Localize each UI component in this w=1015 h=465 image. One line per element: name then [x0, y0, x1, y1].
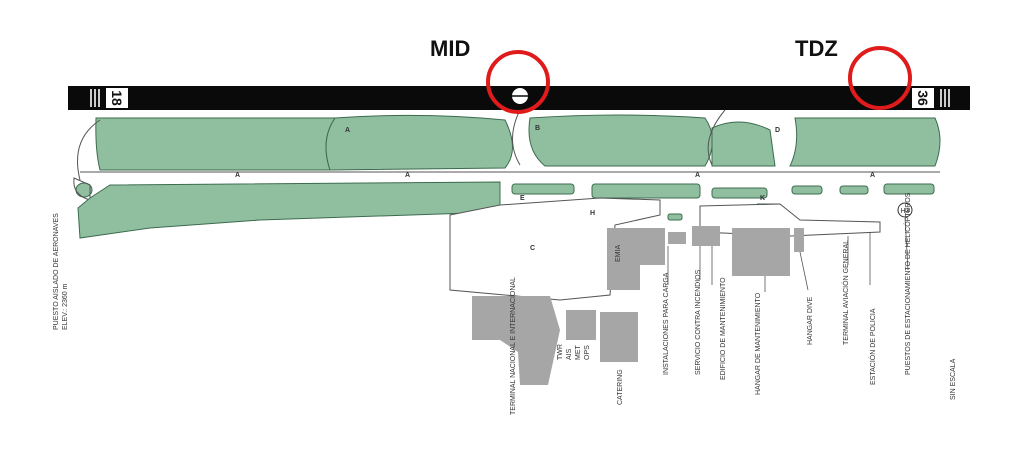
emia-building	[607, 228, 665, 290]
taxiway-label: K	[760, 195, 765, 202]
taxiway-label: A	[235, 172, 240, 179]
taxiway-label: C	[530, 245, 535, 252]
label-catering: CATERING	[617, 369, 624, 405]
heliport-mark: H3	[901, 208, 910, 215]
label-ops: OPS	[584, 345, 591, 360]
runway-designator-36: 36	[915, 90, 931, 106]
terminal-building	[472, 296, 560, 385]
callout-mid-label: MID	[430, 36, 470, 61]
label-isolated-post: PUESTO AISLADO DE AERONAVES	[53, 213, 60, 330]
label-heliport-stands: PUESTOS DE ESTACIONAMIENTO DE HELICÓPTER…	[903, 192, 912, 375]
taxiway-label: D	[775, 127, 780, 134]
taxiway-lines	[77, 109, 940, 181]
catering-building	[600, 312, 638, 362]
taxiway-label: A	[695, 172, 700, 179]
taxiway-label: E	[520, 195, 525, 202]
maintenance-hangar	[732, 228, 790, 276]
secondary-aprons	[511, 183, 935, 221]
label-cargo: INSTALACIONES PARA CARGA	[663, 272, 670, 375]
upper-apron-row	[95, 114, 941, 171]
label-scale: SIN ESCALA	[950, 358, 957, 400]
designator-box-left	[106, 88, 128, 108]
label-twr: TWR	[557, 344, 564, 360]
label-fire-service: SERVICIO CONTRA INCENDIOS	[695, 269, 702, 375]
callout-tdz-circle	[848, 46, 912, 110]
label-maintenance-building: EDIFICIO DE MANTENIMIENTO	[720, 277, 727, 380]
label-terminal: TERMINAL NACIONAL E INTERNACIONAL	[510, 277, 517, 415]
threshold-left	[90, 89, 100, 107]
designator-box-right	[912, 88, 934, 108]
leader-lines	[667, 217, 909, 292]
taxiway-label: A	[345, 127, 350, 134]
isolated-parking-area	[73, 177, 93, 201]
label-dive-hangar: HANGAR DIVE	[807, 296, 814, 345]
runway-designator-18: 18	[109, 90, 125, 106]
label-ais: AIS	[566, 348, 573, 360]
callout-mid-circle	[486, 50, 550, 114]
label-ga-terminal: TERMINAL AVIACIÓN GENERAL	[841, 240, 850, 345]
label-maintenance-hangar: HANGAR DE MANTENIMIENTO	[755, 292, 762, 395]
taxiway-label: A	[405, 172, 410, 179]
threshold-right	[940, 89, 950, 107]
callout-tdz-label: TDZ	[795, 36, 838, 61]
heliport-marker	[897, 202, 913, 218]
label-met: MET	[575, 345, 582, 361]
taxiway-label: A	[870, 172, 875, 179]
label-isolated-elev: ELEV.: 2360 m	[62, 283, 69, 330]
buildings	[472, 226, 804, 385]
label-police: ESTACIÓN DE POLICIA	[868, 308, 877, 385]
taxiway-label: H	[590, 210, 595, 217]
main-apron	[77, 181, 501, 239]
label-emia: EMIA	[615, 245, 622, 262]
taxiway-label: B	[535, 125, 540, 132]
